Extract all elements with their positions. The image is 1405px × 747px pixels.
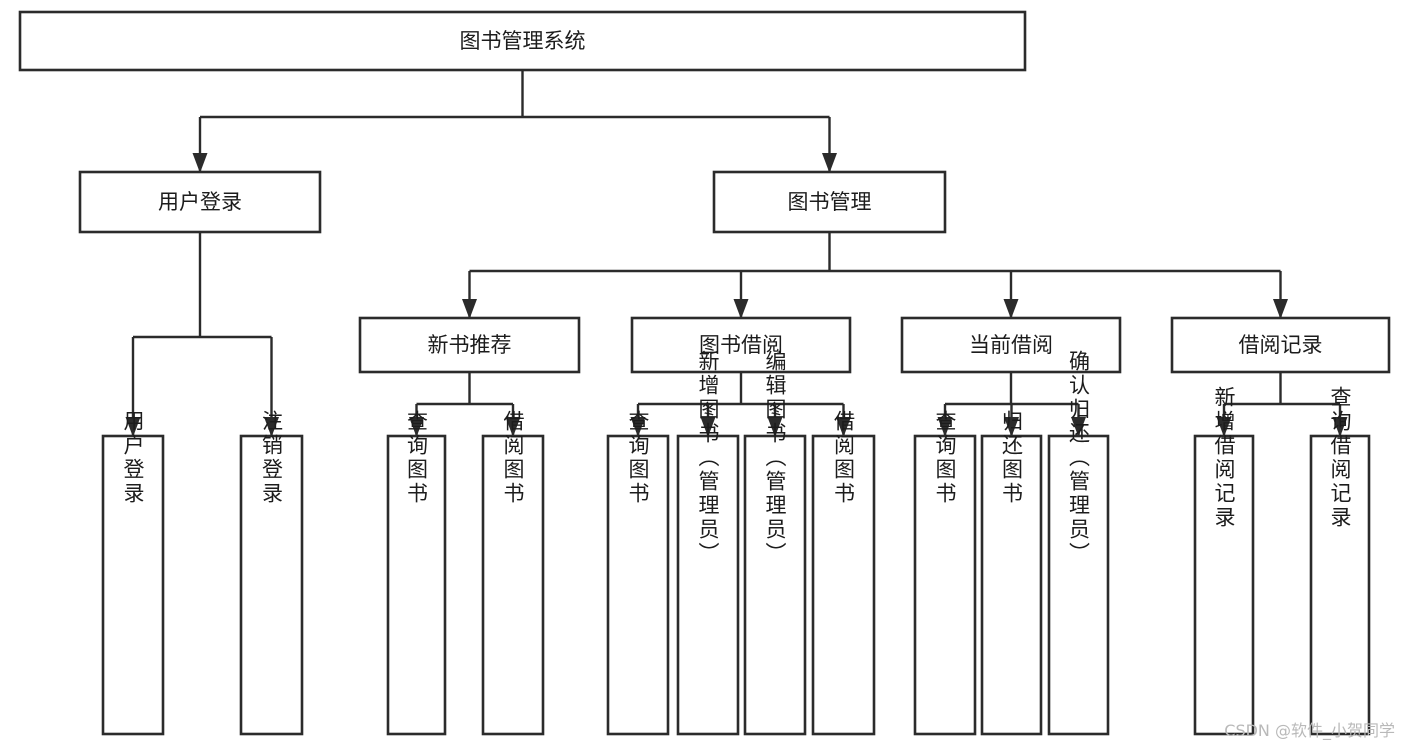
arrow-head-icon (125, 417, 141, 437)
node-box-rect (811, 434, 876, 736)
node-label: 确认归还（管理员） (1067, 350, 1091, 566)
arrow-head-icon (1003, 299, 1019, 319)
node-box-rect (606, 434, 670, 736)
node-br-query-record[interactable]: 查询借阅记录 (1309, 386, 1371, 736)
arrow-head-icon (409, 417, 424, 437)
node-box-rect (900, 316, 1122, 374)
node-cb-return-book[interactable]: 归还图书 (980, 410, 1043, 736)
arrow-head-icon (836, 417, 851, 437)
node-book-borrow[interactable]: 图书借阅 (630, 316, 852, 374)
node-label: 查询图书 (933, 410, 957, 506)
node-book-manage[interactable]: 图书管理 (712, 170, 947, 234)
arrow-head-icon (1273, 299, 1288, 319)
node-label: 查询借阅记录 (1328, 386, 1352, 530)
node-label: 用户登录 (121, 410, 145, 506)
node-box-rect (712, 170, 947, 234)
node-cb-query-book[interactable]: 查询图书 (913, 410, 977, 736)
arrow-head-icon (700, 417, 716, 437)
arrow-head-icon (1332, 417, 1348, 437)
node-bb-add-book[interactable]: 新增图书（管理员） (676, 350, 740, 736)
node-layer: 图书管理系统用户登录用户登录注销登录图书管理新书推荐查询图书借阅图书图书借阅查询… (18, 10, 1391, 736)
node-label: 图书管理系统 (460, 29, 586, 53)
watermark-label: CSDN @软件_小贺同学 (1224, 721, 1395, 740)
node-box-rect (1193, 434, 1255, 736)
node-root[interactable]: 图书管理系统 (18, 10, 1027, 72)
connector-layer (125, 70, 1348, 437)
node-new-book-recommend[interactable]: 新书推荐 (358, 316, 581, 374)
node-box-rect (980, 434, 1043, 736)
node-box-rect (78, 170, 322, 234)
node-label: 新增借阅记录 (1212, 386, 1236, 530)
node-box-rect (1309, 434, 1371, 736)
node-label: 查询图书 (626, 410, 650, 506)
node-bb-edit-book[interactable]: 编辑图书（管理员） (743, 350, 807, 736)
node-box-rect (386, 434, 447, 736)
node-box-rect (630, 316, 852, 374)
node-borrow-record[interactable]: 借阅记录 (1170, 316, 1391, 374)
arrow-head-icon (1071, 417, 1086, 437)
node-bb-query-book[interactable]: 查询图书 (606, 410, 670, 736)
node-label: 新增图书（管理员） (696, 350, 720, 566)
arrow-head-icon (767, 417, 783, 437)
arrow-head-icon (192, 153, 208, 173)
node-label: 新书推荐 (428, 333, 512, 357)
node-label: 注销登录 (260, 410, 284, 506)
node-br-add-record[interactable]: 新增借阅记录 (1193, 386, 1255, 736)
node-box-rect (913, 434, 977, 736)
node-box-rect (1047, 434, 1110, 736)
node-label: 借阅记录 (1239, 333, 1323, 357)
node-current-borrow[interactable]: 当前借阅 (900, 316, 1122, 374)
node-box-rect (743, 434, 807, 736)
node-label: 用户登录 (158, 190, 242, 214)
node-box-rect (1170, 316, 1391, 374)
node-cb-confirm-return[interactable]: 确认归还（管理员） (1047, 350, 1110, 736)
arrow-head-icon (937, 417, 953, 437)
node-box-rect (101, 434, 165, 736)
arrow-head-icon (462, 299, 477, 319)
arrow-head-icon (822, 153, 837, 173)
arrow-head-icon (264, 417, 279, 437)
node-user-login-do[interactable]: 用户登录 (101, 410, 165, 736)
node-user-logout[interactable]: 注销登录 (239, 410, 304, 736)
node-label: 图书管理 (788, 190, 872, 214)
arrow-head-icon (630, 417, 646, 437)
arrow-head-icon (1004, 417, 1019, 437)
node-box-rect (481, 434, 545, 736)
node-box-rect (18, 10, 1027, 72)
node-label: 归还图书 (1000, 410, 1024, 506)
arrow-head-icon (505, 417, 521, 437)
node-label: 借阅图书 (501, 410, 525, 506)
arrow-head-icon (1216, 417, 1232, 437)
node-bb-borrow-book[interactable]: 借阅图书 (811, 410, 876, 736)
node-label: 当前借阅 (969, 333, 1053, 357)
node-label: 借阅图书 (832, 410, 856, 506)
node-box-rect (676, 434, 740, 736)
node-label: 编辑图书（管理员） (763, 350, 787, 566)
node-nbr-query-book[interactable]: 查询图书 (386, 410, 447, 736)
node-label: 查询图书 (405, 410, 429, 506)
node-box-rect (358, 316, 581, 374)
node-box-rect (239, 434, 304, 736)
node-nbr-borrow-book[interactable]: 借阅图书 (481, 410, 545, 736)
node-label: 图书借阅 (699, 333, 783, 357)
node-user-login[interactable]: 用户登录 (78, 170, 322, 234)
arrow-head-icon (733, 299, 749, 319)
